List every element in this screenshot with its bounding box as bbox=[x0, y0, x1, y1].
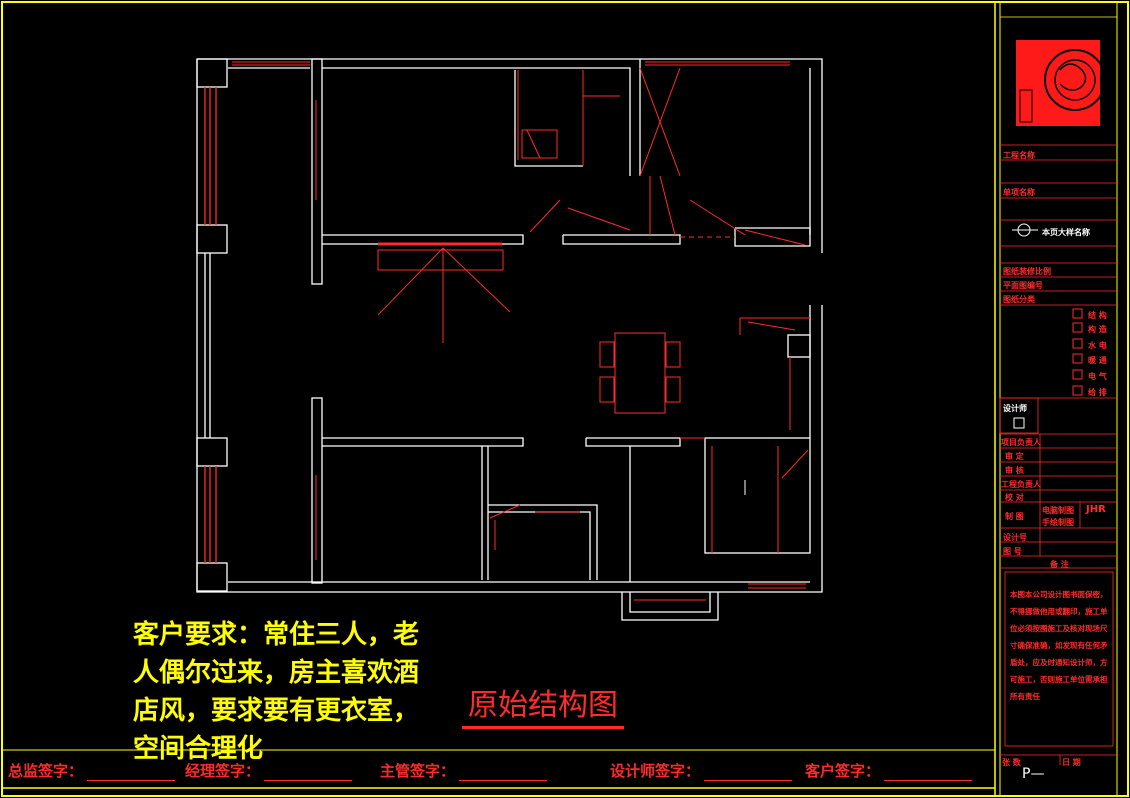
tb-project-name: 工程名称 bbox=[1003, 151, 1035, 160]
tb-design-no: 设计号 bbox=[1003, 533, 1027, 542]
tb-designer: 设计师 bbox=[1003, 404, 1027, 413]
section-symbol-icon bbox=[1012, 223, 1038, 237]
signature-client: 客户签字： bbox=[805, 760, 973, 781]
tb-date-label: 日 期 bbox=[1062, 758, 1081, 767]
stamp-icon bbox=[1013, 417, 1025, 429]
plan-title: 原始结构图 bbox=[462, 680, 624, 729]
signature-supervisor: 主管签字： bbox=[380, 760, 548, 781]
tb-category-1: 结 构 bbox=[1088, 311, 1107, 320]
tb-drawing-name: 本页大样名称 bbox=[1042, 228, 1090, 237]
tb-category-6: 给 排 bbox=[1088, 388, 1107, 397]
tb-check: 审 核 bbox=[1005, 466, 1024, 475]
floor-plan bbox=[196, 58, 823, 621]
signature-designer: 设计师签字： bbox=[610, 760, 793, 781]
tb-category-2: 构 造 bbox=[1088, 325, 1107, 334]
tb-drawing-by: 制 图 bbox=[1005, 512, 1024, 521]
tb-figure-no: 图 号 bbox=[1003, 547, 1022, 556]
client-requirements: 客户要求：常住三人，老人偶尔过来，房主喜欢酒店风，要求要有更衣室，空间合理化 bbox=[133, 620, 420, 764]
plan-details bbox=[232, 61, 810, 601]
tb-category-5: 电 气 bbox=[1088, 372, 1107, 381]
tb-proofread: 校 对 bbox=[1005, 493, 1024, 502]
company-logo-icon bbox=[1016, 40, 1106, 126]
signature-director: 总监签字： bbox=[8, 760, 176, 781]
title-block-grid bbox=[999, 16, 1117, 765]
tb-drawing-number: 平面图编号 bbox=[1003, 281, 1043, 290]
tb-project-lead: 项目负责人 bbox=[1001, 438, 1041, 447]
category-checkboxes bbox=[1072, 308, 1083, 396]
signature-manager: 经理签字： bbox=[185, 760, 353, 781]
tb-drawing-by-computer: 电脑制图 bbox=[1042, 506, 1074, 515]
tb-drawing-mark: JHR bbox=[1086, 504, 1106, 515]
tb-category-4: 暖 通 bbox=[1088, 356, 1107, 365]
tb-drawing-scale: 图纸装修比例 bbox=[1003, 267, 1051, 276]
tb-unit-name: 单项名称 bbox=[1003, 188, 1035, 197]
tb-review: 审 定 bbox=[1005, 452, 1024, 461]
tb-sheet-label: 张 数 bbox=[1002, 758, 1021, 767]
tb-eng-lead: 工程负责人 bbox=[1001, 480, 1041, 489]
tb-notes: 本图本公司设计图书面保密，不得挪做他用或翻印，施工单位必须按图施工及核对现场尺寸… bbox=[1010, 590, 1108, 701]
tb-drawing-by-hand: 手绘制图 bbox=[1042, 518, 1074, 527]
tb-remarks: 备 注 bbox=[1050, 560, 1069, 569]
tb-category-3: 水 电 bbox=[1088, 341, 1107, 350]
tb-page: P— bbox=[1022, 766, 1045, 782]
tb-drawing-category: 图纸分类 bbox=[1003, 295, 1035, 304]
